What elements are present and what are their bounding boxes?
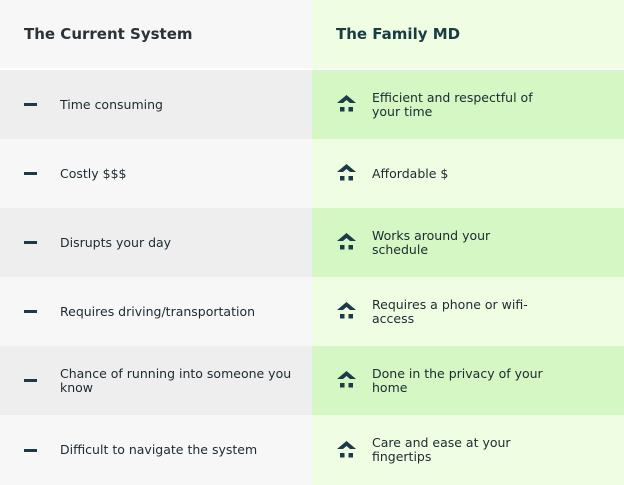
family-md-cell: Works around your schedule xyxy=(312,208,624,277)
table-header: The Current System The Family MD xyxy=(0,0,624,70)
current-system-text: Difficult to navigate the system xyxy=(60,442,258,457)
house-icon xyxy=(336,440,357,461)
family-md-cell: Affordable $ xyxy=(312,139,624,208)
minus-icon xyxy=(24,103,37,106)
family-md-text: Efficient and respectful of your time xyxy=(372,89,533,119)
family-md-cell: Efficient and respectful of your time xyxy=(312,70,624,139)
current-system-cell: Time consuming xyxy=(0,70,312,139)
family-md-text: Done in the privacy of your home xyxy=(372,365,543,395)
table-row: Time consuming Efficient and respectful o… xyxy=(0,70,624,139)
current-system-text: Time consuming xyxy=(60,96,163,112)
family-md-cell: Requires a phone or wifi-access xyxy=(312,277,624,346)
table-row: Chance of running into someone you know D… xyxy=(0,346,624,415)
family-md-text: Care and ease at your fingertips xyxy=(372,435,511,464)
current-system-cell: Chance of running into someone you know xyxy=(0,346,312,415)
minus-icon xyxy=(24,379,37,382)
current-system-text: Requires driving/transportation xyxy=(60,303,256,319)
family-md-text: Works around your schedule xyxy=(372,227,491,257)
family-md-text: Affordable $ xyxy=(372,165,449,181)
current-system-text: Disrupts your day xyxy=(60,234,172,250)
table-row: Difficult to navigate the system Care and… xyxy=(0,415,624,485)
minus-icon xyxy=(24,310,37,313)
house-icon xyxy=(336,232,357,253)
house-icon xyxy=(336,94,357,115)
table-row: Requires driving/transportation Requires … xyxy=(0,277,624,346)
minus-icon xyxy=(24,172,37,175)
house-icon xyxy=(336,163,357,184)
family-md-cell: Care and ease at your fingertips xyxy=(312,415,624,485)
current-system-title: The Current System xyxy=(24,25,193,43)
current-system-cell: Requires driving/transportation xyxy=(0,277,312,346)
table-row: Disrupts your day Works around your sched… xyxy=(0,208,624,277)
current-system-text: Chance of running into someone you know xyxy=(60,365,292,395)
current-system-cell: Disrupts your day xyxy=(0,208,312,277)
family-md-cell: Done in the privacy of your home xyxy=(312,346,624,415)
house-icon xyxy=(336,370,357,391)
current-system-text: Costly $$$ xyxy=(60,165,127,181)
minus-icon xyxy=(24,448,37,452)
table-row: Costly $$$ Affordable $ xyxy=(0,139,624,208)
header-family-md: The Family MD xyxy=(312,0,624,68)
minus-icon xyxy=(24,241,37,244)
house-icon xyxy=(336,301,357,322)
family-md-title: The Family MD xyxy=(336,25,461,43)
current-system-cell: Difficult to navigate the system xyxy=(0,415,312,485)
current-system-cell: Costly $$$ xyxy=(0,139,312,208)
header-current-system: The Current System xyxy=(0,0,312,68)
family-md-text: Requires a phone or wifi-access xyxy=(372,296,528,326)
